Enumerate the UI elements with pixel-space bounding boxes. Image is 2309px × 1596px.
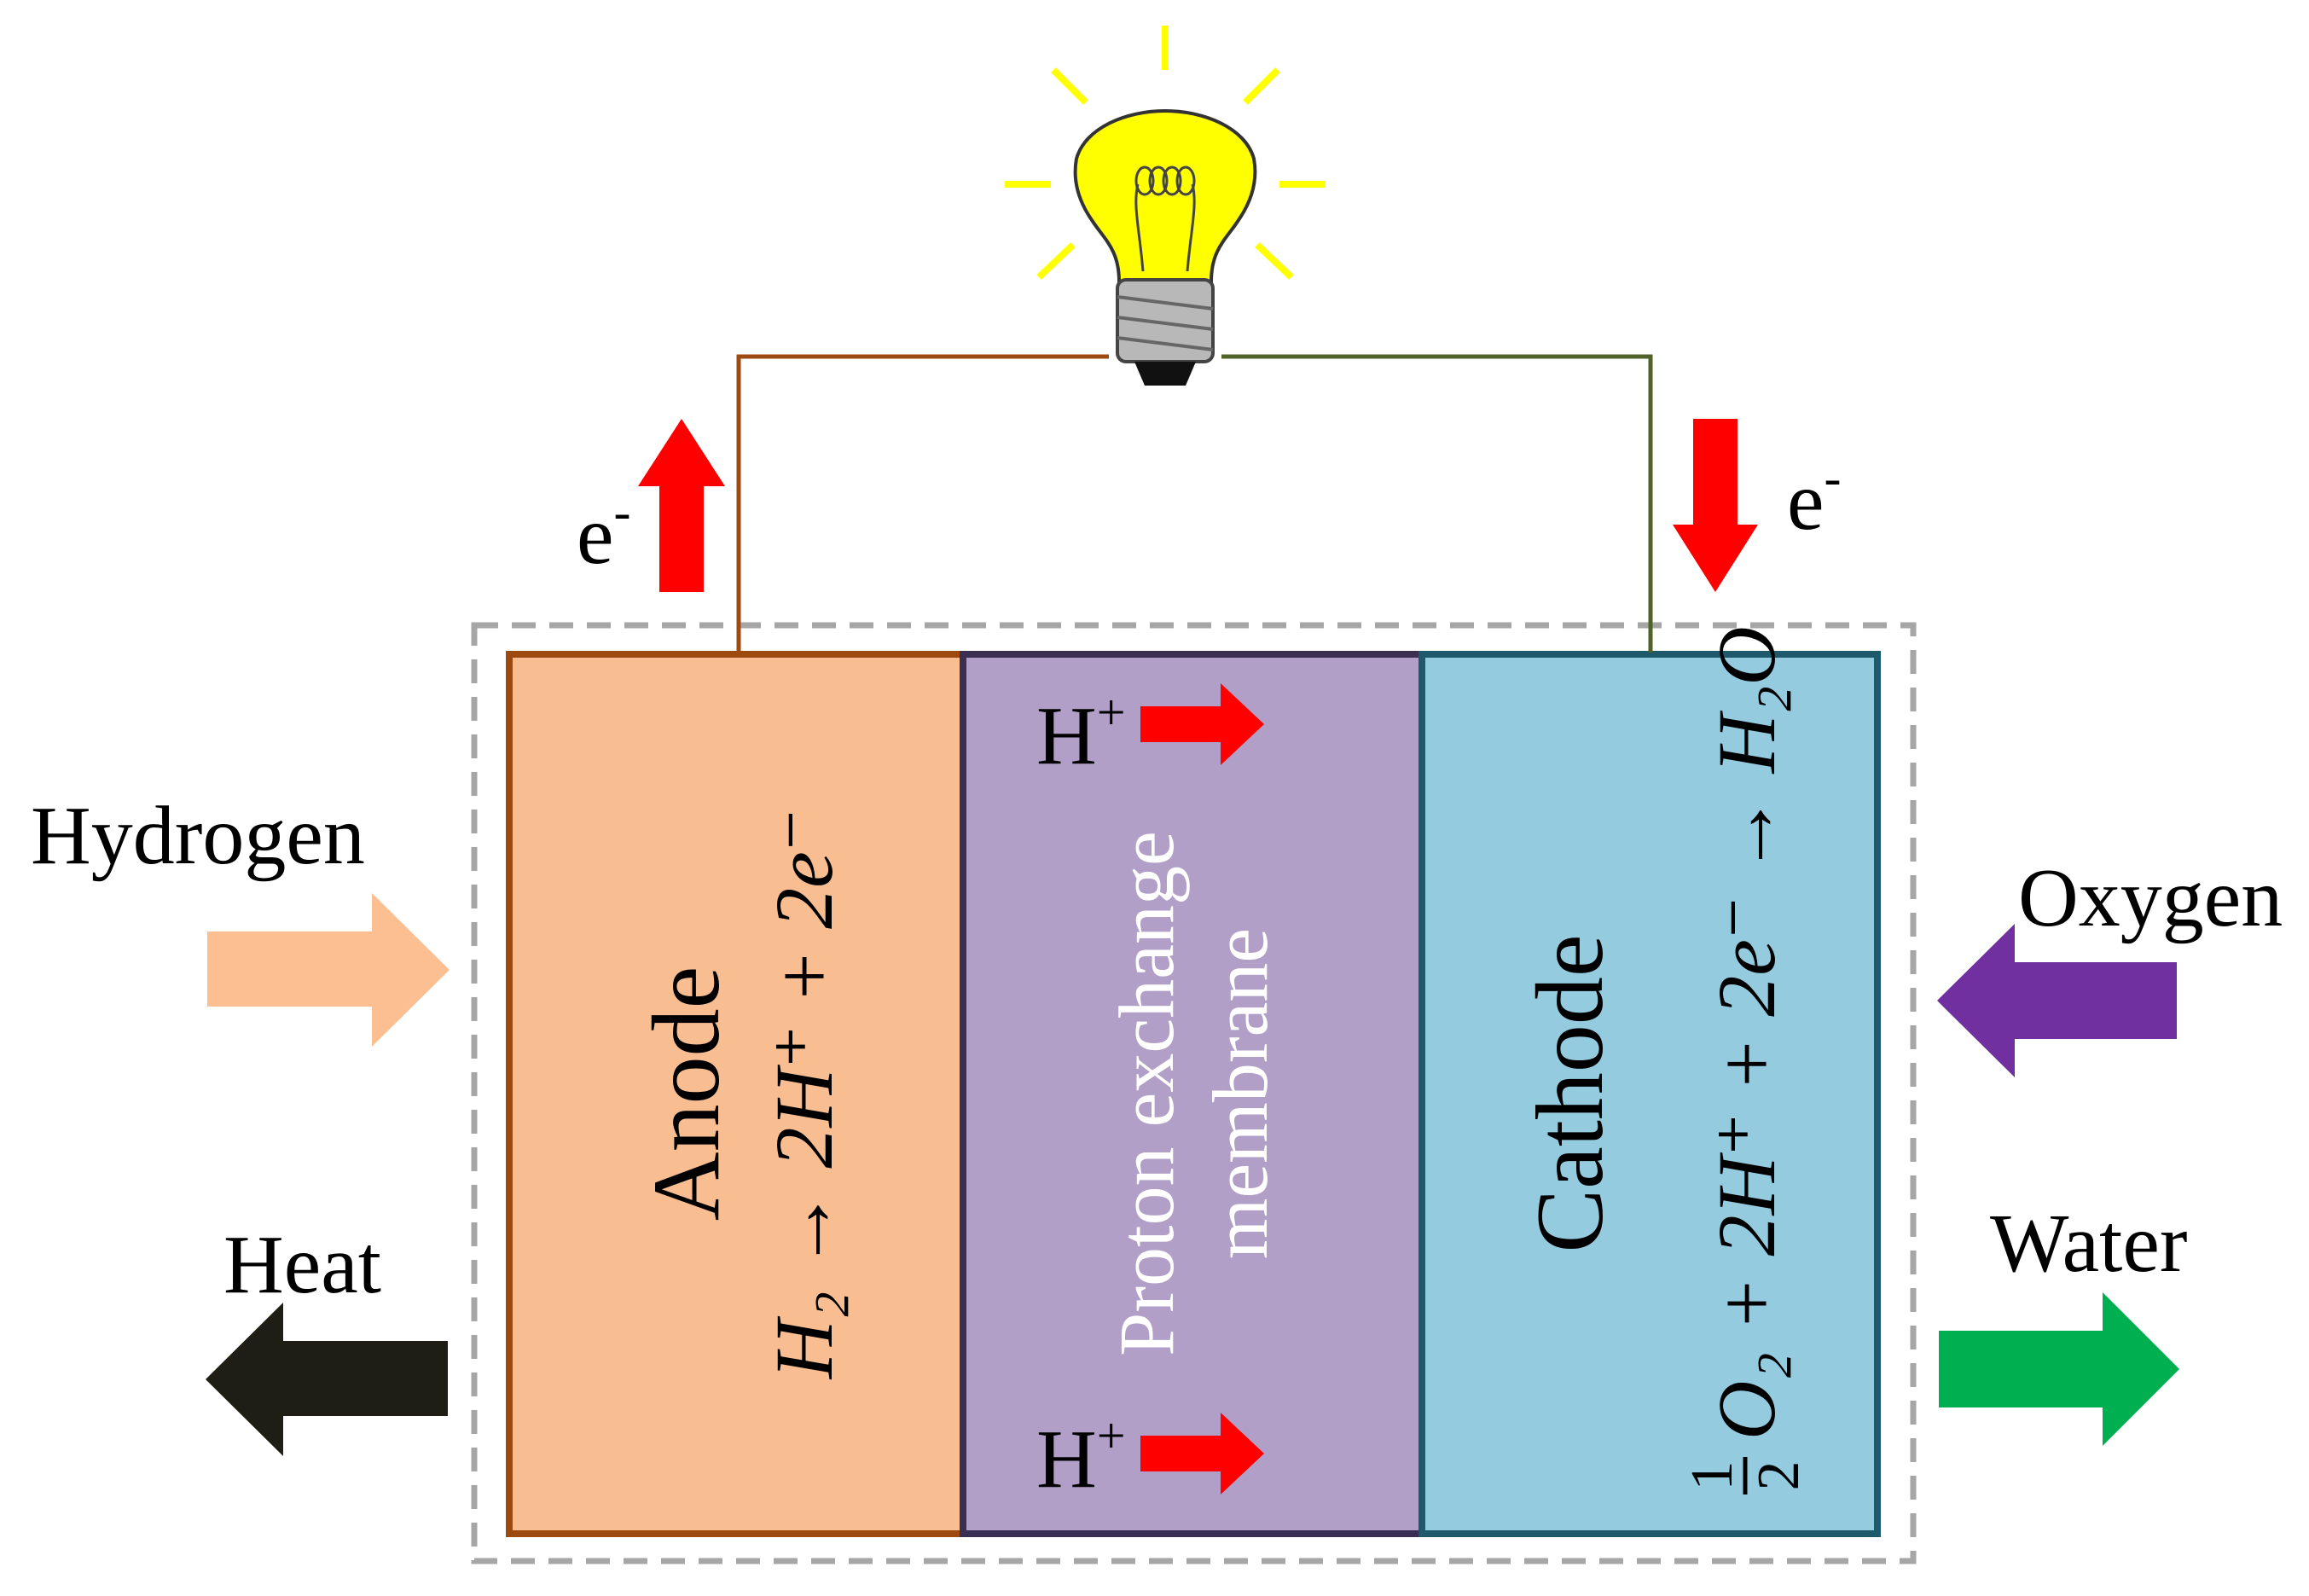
- membrane-label-line2: membrane: [1197, 928, 1284, 1259]
- oxygen-label: Oxygen: [2018, 852, 2283, 944]
- proton-label-bottom: H+: [1036, 1407, 1126, 1506]
- system-boundary: [471, 622, 1917, 1564]
- anode-wire: [736, 354, 1109, 653]
- cathode-fraction-numerator: 1: [1680, 1461, 1745, 1491]
- proton-arrow-bottom: [1140, 1413, 1264, 1494]
- cathode-equation: 1 2 O₂ + 2H⁺ + 2e⁻ → H₂O: [1680, 626, 1812, 1494]
- cathode-equation-body: O₂ + 2H⁺ + 2e⁻ → H₂O: [1701, 626, 1792, 1440]
- oxygen-inlet-arrow: [1937, 924, 2177, 1077]
- cathode-region: [1418, 651, 1881, 1537]
- cathode-fraction-denominator: 2: [1746, 1461, 1812, 1491]
- cathode-wire: [1221, 354, 1653, 653]
- electron-label-left: e-: [577, 484, 630, 582]
- cathode-label: Cathode: [1517, 934, 1623, 1252]
- electron-label-right: e-: [1787, 450, 1841, 548]
- proton-arrow-top: [1140, 683, 1264, 765]
- light-bulb-icon: [1005, 26, 1326, 386]
- anode-region: [506, 651, 966, 1537]
- proton-label-top: H+: [1036, 684, 1126, 782]
- anode-label: Anode: [634, 966, 740, 1222]
- heat-label: Heat: [223, 1219, 381, 1311]
- anode-equation: H₂ → 2H⁺ + 2e⁻: [758, 809, 850, 1381]
- electron-up-arrow: [638, 419, 725, 592]
- heat-outlet-arrow: [206, 1303, 448, 1456]
- membrane-label-line1: Proton exchange: [1103, 831, 1190, 1356]
- water-label: Water: [1990, 1198, 2188, 1290]
- water-outlet-arrow: [1939, 1292, 2179, 1446]
- hydrogen-inlet-arrow: [207, 893, 450, 1047]
- membrane-region: [960, 651, 1425, 1537]
- electron-down-arrow: [1673, 419, 1758, 592]
- hydrogen-label: Hydrogen: [31, 790, 365, 882]
